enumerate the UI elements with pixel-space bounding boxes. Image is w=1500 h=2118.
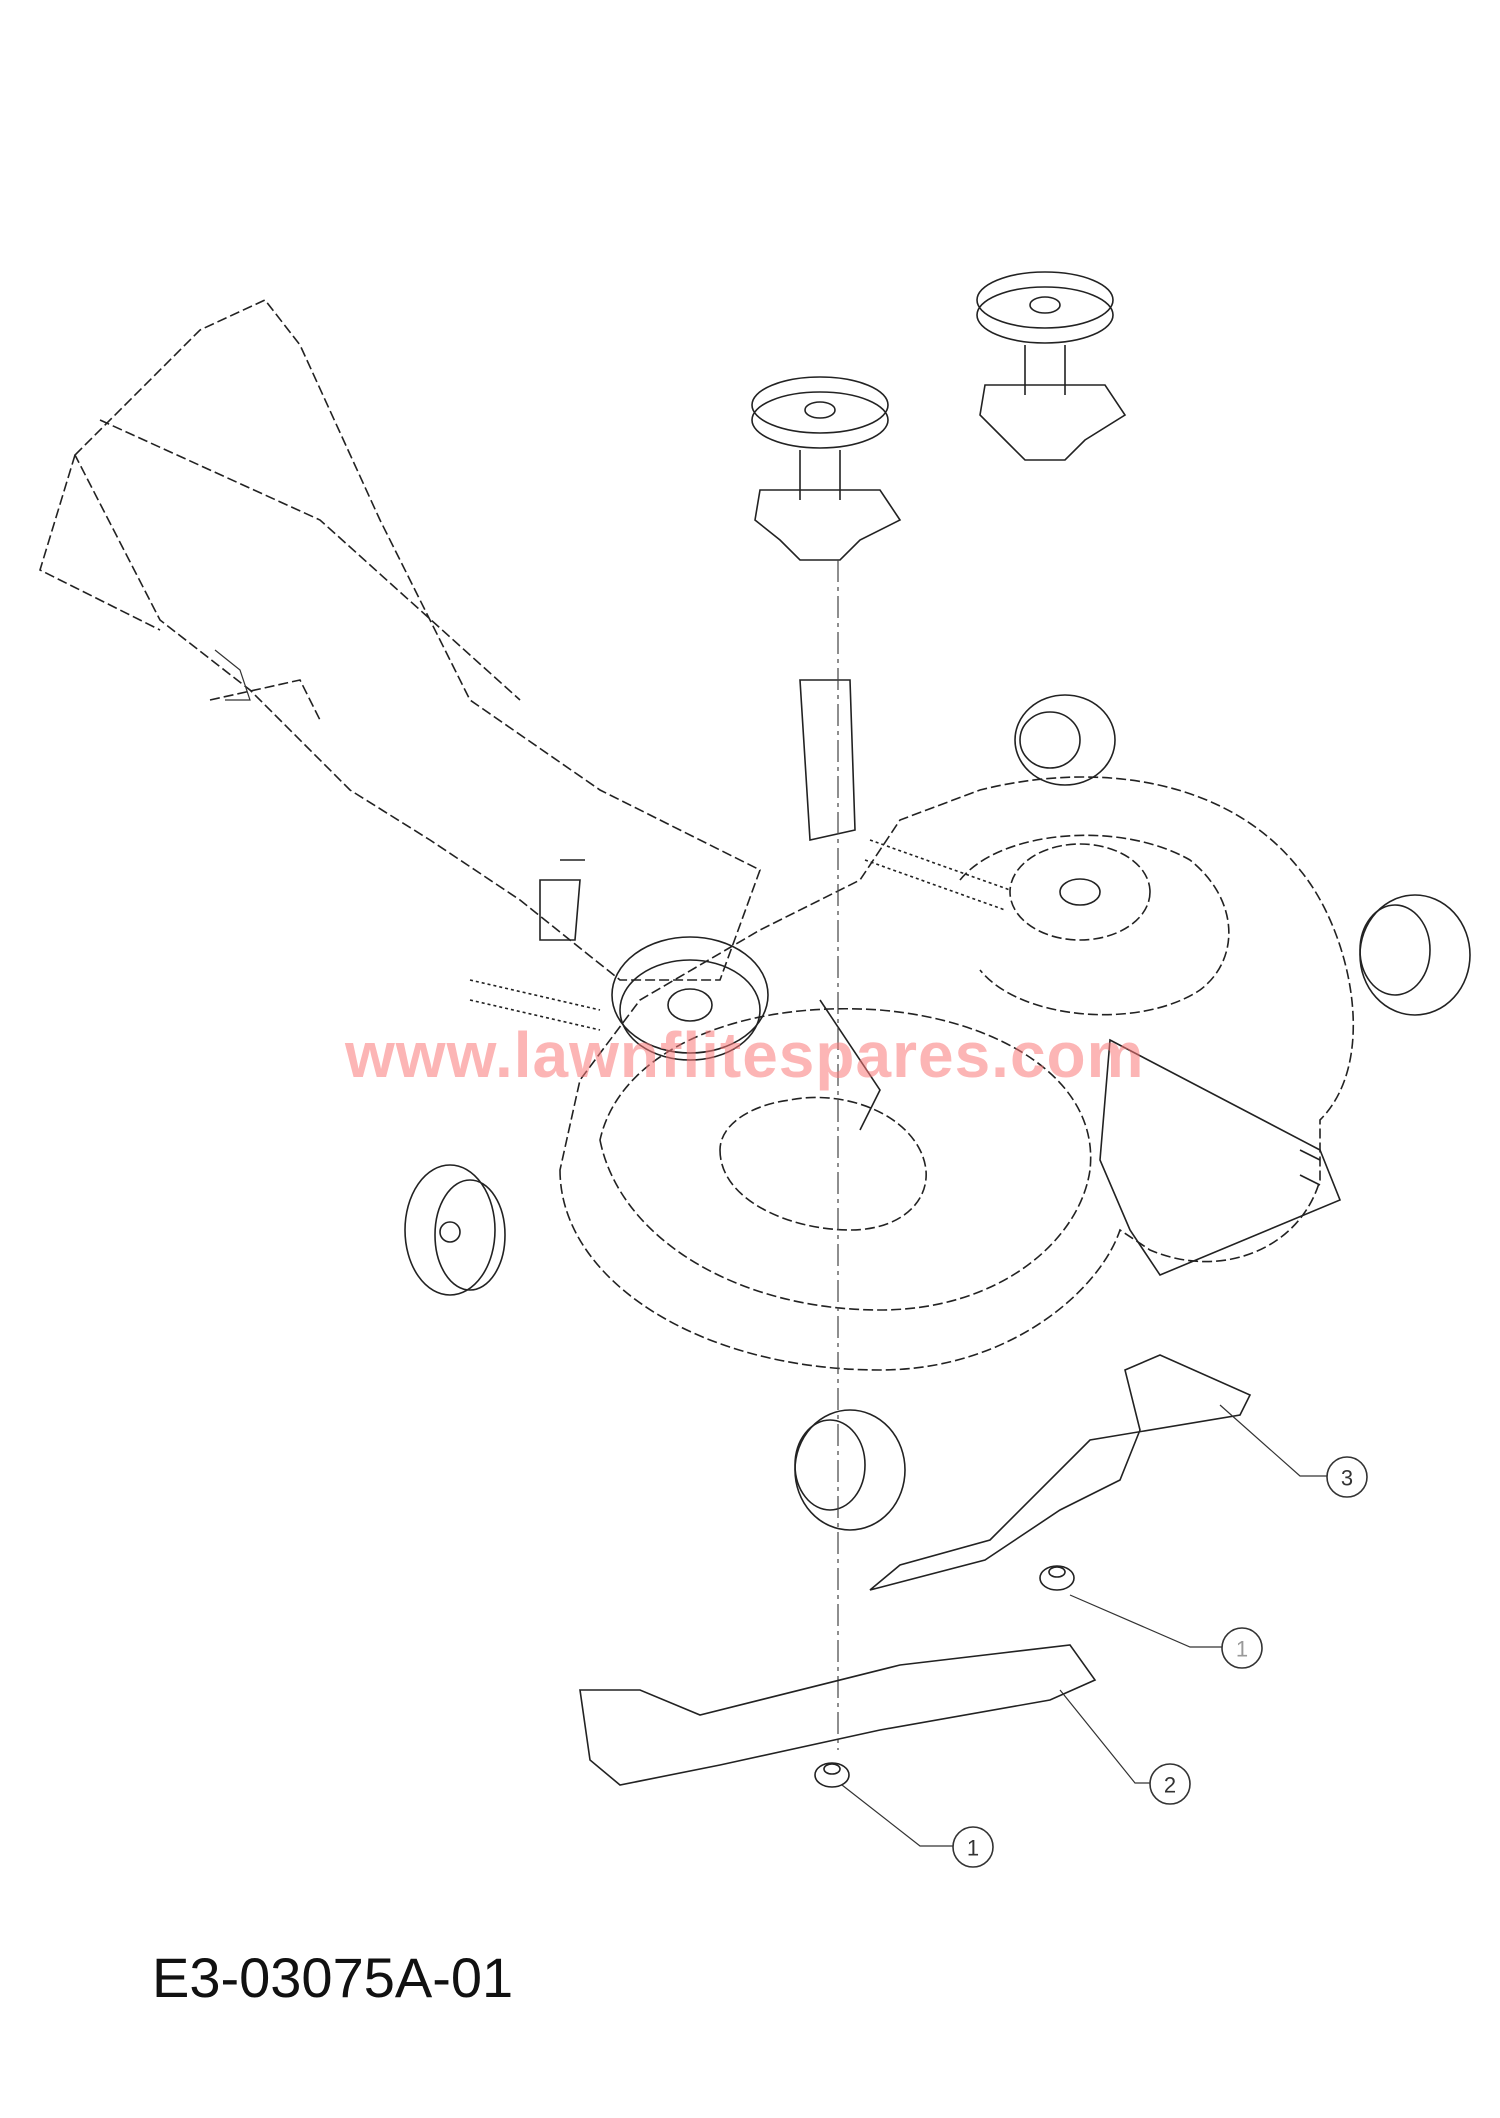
svg-text:3: 3 (1341, 1466, 1353, 1491)
blade-spindles (751, 271, 1127, 561)
discharge-chute (39, 299, 761, 981)
blade-nuts (814, 1565, 1075, 1788)
callout-1-rear: 1 (1221, 1627, 1263, 1669)
watermark: www.lawnflitespares.com (345, 1019, 1145, 1091)
blades (579, 1354, 1252, 1786)
callout-2: 2 (1149, 1763, 1191, 1805)
svg-text:2: 2 (1164, 1773, 1176, 1798)
svg-text:1: 1 (967, 1836, 979, 1861)
anti-scalp-wheels (404, 694, 1471, 1531)
leader-lines (841, 1404, 1327, 1847)
diagram-code: E3-03075A-01 (152, 1946, 514, 2009)
deck-pulleys (611, 843, 1151, 1061)
svg-text:1: 1 (1236, 1637, 1248, 1662)
callout-3: 3 (1326, 1456, 1368, 1498)
callout-1-front: 1 (952, 1826, 994, 1868)
tension-springs (469, 679, 1011, 1031)
mower-deck (559, 776, 1355, 1371)
